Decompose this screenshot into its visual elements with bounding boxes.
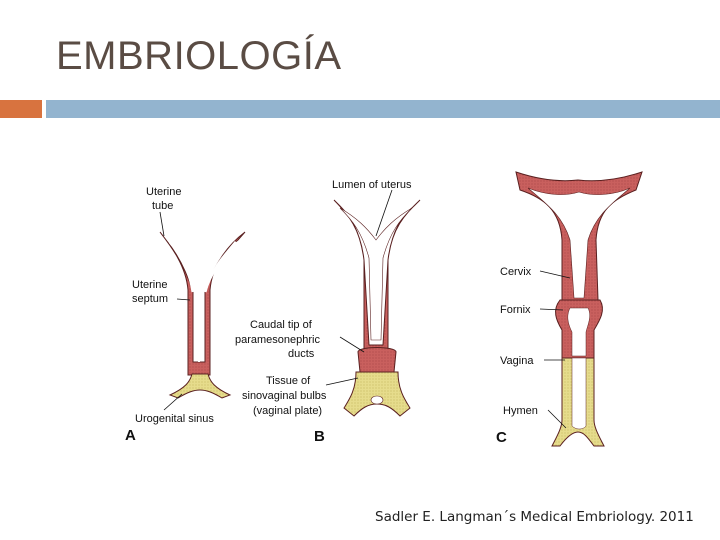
panel-b-drawing — [333, 199, 421, 417]
panel-label-c: C — [496, 429, 507, 446]
figure-caption: Sadler E. Langman´s Medical Embriology. … — [375, 509, 694, 525]
accent-bar-orange — [0, 100, 42, 118]
accent-bar-blue — [46, 100, 720, 118]
label-uterine-tube-line1: Uterine — [146, 186, 181, 198]
label-tissue-line1: Tissue of — [266, 375, 311, 387]
leader-lines — [159, 189, 571, 429]
label-lumen-of-uterus: Lumen of uterus — [332, 179, 412, 191]
label-caudal-tip-line1: Caudal tip of — [250, 319, 313, 331]
label-uterine-tube-line2: tube — [152, 200, 173, 212]
label-vagina: Vagina — [500, 355, 534, 367]
label-urogenital-sinus: Urogenital sinus — [135, 413, 214, 425]
panel-label-a: A — [125, 427, 136, 444]
panel-a-drawing — [159, 231, 246, 399]
label-tissue-line3: (vaginal plate) — [253, 405, 322, 417]
label-cervix: Cervix — [500, 266, 532, 278]
label-tissue-line2: sinovaginal bulbs — [242, 390, 327, 402]
panel-label-b: B — [314, 428, 325, 445]
label-fornix: Fornix — [500, 304, 531, 316]
label-uterine-septum-line1: Uterine — [132, 279, 167, 291]
label-uterine-septum-line2: septum — [132, 293, 168, 305]
label-caudal-tip-line3: ducts — [288, 348, 315, 360]
label-hymen: Hymen — [503, 405, 538, 417]
slide-title: EMBRIOLOGÍA — [56, 34, 342, 78]
panel-c-drawing — [515, 171, 643, 447]
label-caudal-tip-line2: paramesonephric — [235, 334, 320, 346]
